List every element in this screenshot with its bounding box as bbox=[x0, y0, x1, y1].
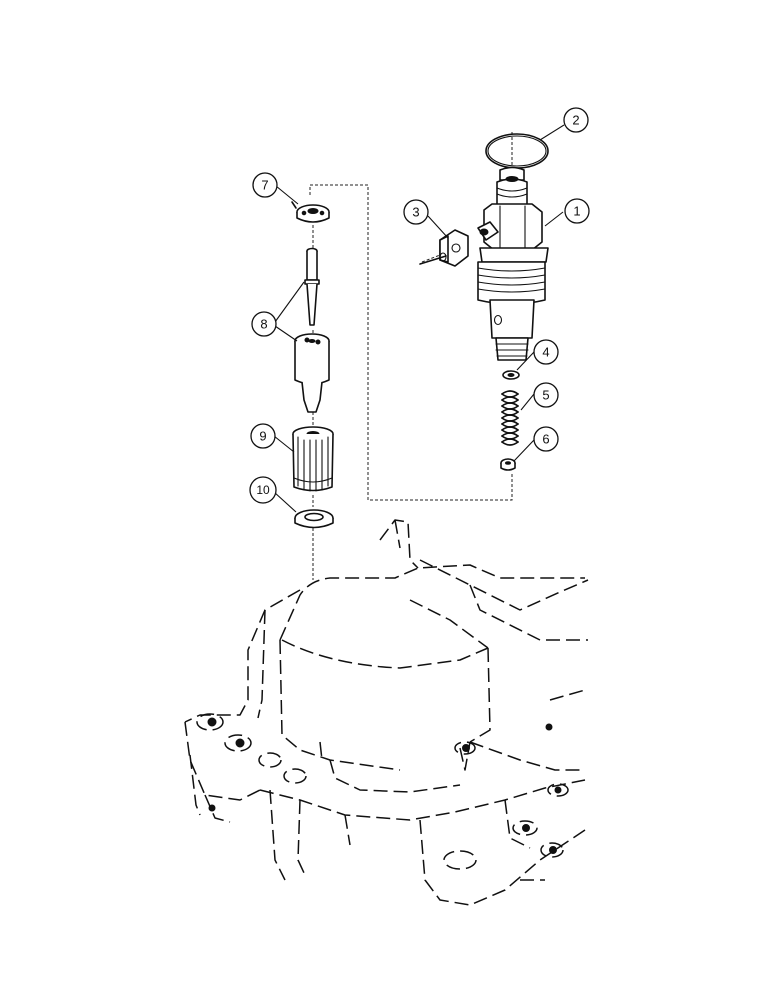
spring-seat-part-6 bbox=[500, 458, 516, 471]
callout-6: 6 bbox=[533, 426, 559, 452]
callout-3: 3 bbox=[403, 199, 429, 225]
assembly-flow-lines bbox=[309, 132, 513, 580]
callout-label: 7 bbox=[261, 178, 268, 193]
nozzle-needle-part-8 bbox=[304, 247, 320, 326]
callout-label: 6 bbox=[542, 432, 549, 447]
callout-label: 3 bbox=[412, 205, 419, 220]
callout-label: 10 bbox=[256, 483, 270, 497]
washer-part-4 bbox=[502, 370, 520, 380]
nozzle-body-part-8 bbox=[294, 333, 330, 413]
callout-label: 2 bbox=[572, 113, 579, 128]
injector-body-part-1 bbox=[477, 166, 549, 361]
clamp-bracket-part-3 bbox=[419, 229, 469, 267]
callout-1: 1 bbox=[564, 198, 590, 224]
leader-lines bbox=[273, 124, 565, 513]
spring-part-5 bbox=[501, 390, 519, 446]
callout-7: 7 bbox=[252, 172, 278, 198]
callout-label: 4 bbox=[542, 345, 549, 360]
callout-label: 1 bbox=[573, 204, 580, 219]
callout-label: 5 bbox=[542, 388, 549, 403]
callout-9: 9 bbox=[250, 423, 276, 449]
o-ring-part-2 bbox=[485, 133, 549, 169]
callout-10: 10 bbox=[249, 476, 277, 504]
callout-8: 8 bbox=[251, 311, 277, 337]
callout-2: 2 bbox=[563, 107, 589, 133]
callout-label: 9 bbox=[259, 429, 266, 444]
callout-5: 5 bbox=[533, 382, 559, 408]
seal-washer-part-10 bbox=[294, 509, 334, 529]
spacer-part-7 bbox=[291, 201, 330, 223]
nozzle-nut-part-9 bbox=[292, 426, 334, 492]
callout-label: 8 bbox=[260, 317, 267, 332]
cylinder-head-outline bbox=[184, 519, 589, 906]
callout-4: 4 bbox=[533, 339, 559, 365]
